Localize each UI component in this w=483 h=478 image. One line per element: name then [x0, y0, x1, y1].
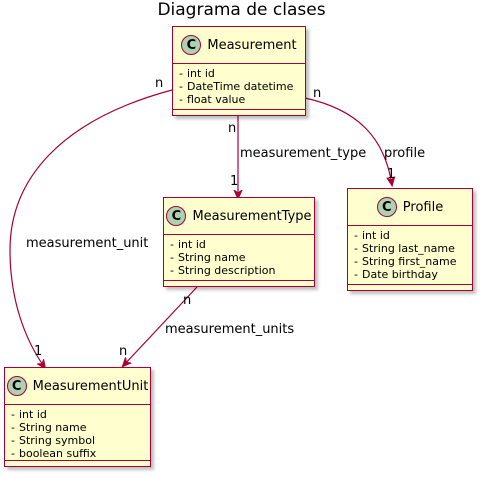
attribute: boolean suffix	[11, 447, 150, 460]
relation-measurement-units-from-mult: n	[183, 293, 192, 308]
class-measurement-attributes: int id DateTime datetime float value	[173, 64, 305, 106]
relation-measurement-type-to-mult: 1	[230, 174, 239, 189]
class-measurement-unit-header: C MeasurementUnit	[5, 368, 150, 405]
attribute: int id	[11, 408, 150, 421]
attribute: int id	[170, 238, 314, 251]
class-measurement-type-name: MeasurementType	[192, 208, 312, 224]
relation-measurement-units-label: measurement_units	[165, 322, 295, 337]
attribute: int id	[179, 67, 305, 80]
class-profile[interactable]: C Profile int id String last_name String…	[347, 188, 473, 291]
class-icon: C	[181, 35, 202, 55]
class-profile-header: C Profile	[348, 189, 472, 226]
relation-measurement-units-line	[123, 286, 198, 366]
relation-measurement-unit-label: measurement_unit	[26, 236, 149, 251]
class-measurement-unit-attributes: int id String name String symbol boolean…	[5, 405, 150, 460]
relation-measurement-units-to-mult: n	[119, 344, 128, 359]
class-measurement-name: Measurement	[207, 37, 297, 53]
attribute: int id	[354, 229, 472, 242]
attribute: String description	[170, 264, 314, 277]
class-icon: C	[376, 197, 397, 217]
attribute: String symbol	[11, 434, 150, 447]
relation-measurement-type-from-mult: n	[228, 121, 237, 136]
attribute: String first_name	[354, 255, 472, 268]
class-icon: C	[6, 376, 27, 396]
diagram-title: Diagrama de clases	[157, 0, 326, 20]
attribute: Date birthday	[354, 268, 472, 281]
relation-profile-to-mult: 1	[387, 167, 396, 182]
class-measurement[interactable]: C Measurement int id DateTime datetime f…	[172, 26, 306, 116]
relation-profile-line	[304, 97, 392, 185]
attribute: float value	[179, 93, 305, 106]
relation-measurement-unit-line	[9, 89, 173, 368]
class-profile-name: Profile	[402, 199, 444, 215]
class-measurement-type-attributes: int id String name String description	[164, 235, 314, 277]
relation-measurement-unit-from-mult: n	[155, 76, 164, 91]
class-divider	[5, 460, 150, 461]
relation-measurement-type-label: measurement_type	[240, 146, 367, 161]
class-measurement-type[interactable]: C MeasurementType int id String name Str…	[163, 197, 315, 287]
class-measurement-unit[interactable]: C MeasurementUnit int id String name Str…	[4, 367, 151, 467]
class-divider	[164, 280, 314, 281]
class-profile-attributes: int id String last_name String first_nam…	[348, 226, 472, 281]
class-measurement-header: C Measurement	[173, 27, 305, 64]
attribute: DateTime datetime	[179, 80, 305, 93]
class-divider	[173, 109, 305, 110]
relation-profile-from-mult: n	[313, 86, 322, 101]
class-measurement-type-header: C MeasurementType	[164, 198, 314, 235]
class-measurement-unit-name: MeasurementUnit	[32, 378, 149, 394]
relation-profile-label: profile	[384, 146, 426, 161]
class-divider	[348, 284, 472, 285]
class-icon: C	[166, 206, 187, 226]
relation-measurement-unit-to-mult: 1	[34, 344, 43, 359]
attribute: String last_name	[354, 242, 472, 255]
attribute: String name	[11, 421, 150, 434]
attribute: String name	[170, 251, 314, 264]
